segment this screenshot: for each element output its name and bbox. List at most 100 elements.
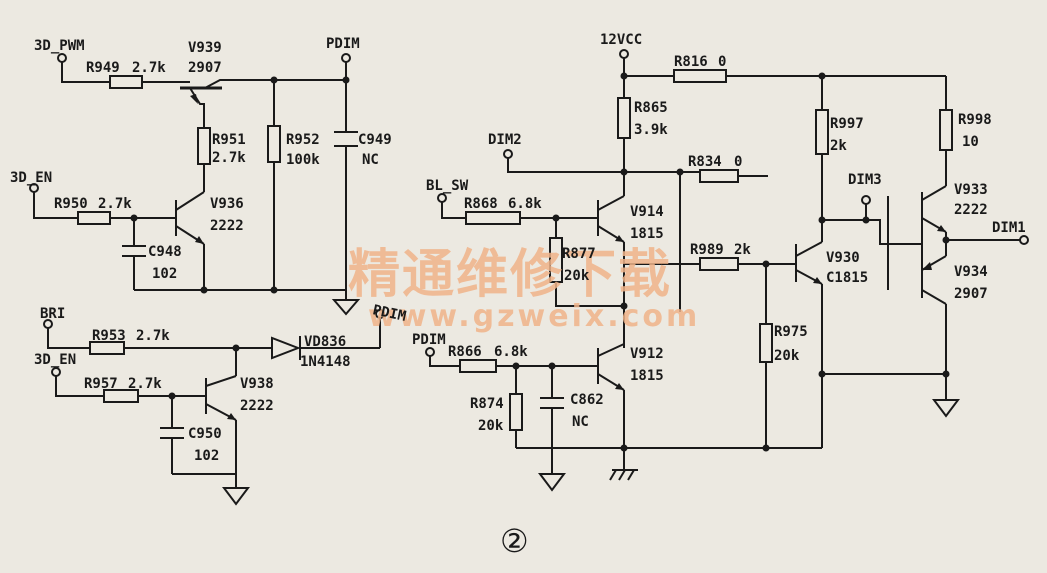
resistor-r865 [617,97,631,139]
label-r877: R877 [562,246,596,262]
label-r989: R989 [690,242,724,258]
resistor-r834 [699,169,739,183]
value-c950: 102 [194,448,219,464]
arrow-icon [227,413,236,420]
value-r949: 2.7k [132,60,166,76]
value-v934: 2907 [954,286,988,302]
label-c949: C949 [358,132,392,148]
label-r975: R975 [774,324,808,340]
wires [33,58,1020,488]
net-label-3d-en-b: 3D_EN [34,352,76,368]
net-labels: 3D_PWM PDIM 3D_EN BRI 3D_EN PDIM 12VCC D… [10,32,1026,368]
label-v930: V930 [826,250,860,266]
label-r997: R997 [830,116,864,132]
value-v936: 2222 [210,218,244,234]
label-v912: V912 [630,346,664,362]
value-r816: 0 [718,54,726,70]
label-r834: R834 [688,154,722,170]
label-r868: R868 [464,196,498,212]
net-label-bl-sw: BL_SW [426,178,469,194]
label-v914: V914 [630,204,664,220]
resistor-r952 [267,125,281,163]
chassis-ground-icon [609,469,638,481]
resistor-r816 [673,69,727,83]
net-label-pdim-diode: PDIM [371,302,407,325]
net-label-pdim-low: PDIM [412,332,446,348]
label-v936: V936 [210,196,244,212]
label-r950: R950 [54,196,88,212]
net-label-3d-en-a: 3D_EN [10,170,52,186]
arrow-icon [195,236,204,244]
net-label-pdim-top: PDIM [326,36,360,52]
transistor-arrows [190,94,946,420]
label-r957: R957 [84,376,118,392]
value-c949: NC [362,152,379,168]
label-r998: R998 [958,112,992,128]
diode-vd836 [271,336,301,360]
label-vd836: VD836 [304,334,346,350]
value-r877: 20k [564,268,590,284]
value-r952: 100k [286,152,320,168]
label-r816: R816 [674,54,708,70]
ground-icon [932,399,960,418]
capacitor-c949 [334,131,358,147]
terminal-dim2 [503,149,513,159]
terminal-dim3 [861,195,871,205]
label-v939: V939 [188,40,222,56]
label-v938: V938 [240,376,274,392]
terminal-bri [43,319,53,329]
label-r949: R949 [86,60,120,76]
terminal-bl-sw [437,193,447,203]
arrow-icon [937,225,946,232]
terminals [29,49,1029,377]
resistor-r949 [109,75,143,89]
arrow-icon [615,235,624,242]
net-label-12vcc: 12VCC [600,32,642,48]
terminal-dim1 [1019,235,1029,245]
resistor-r868 [465,211,521,225]
terminal-3d-en-a [29,183,39,193]
net-label-dim3: DIM3 [848,172,882,188]
resistor-r874 [509,393,523,431]
resistors [77,69,953,431]
terminal-3d-pwm [57,53,67,63]
value-r953: 2.7k [136,328,170,344]
label-c948: C948 [148,244,182,260]
value-v933: 2222 [954,202,988,218]
resistor-r950 [77,211,111,225]
figure-number: ② [500,522,529,560]
net-label-dim2: DIM2 [488,132,522,148]
label-v934: V934 [954,264,988,280]
value-r834: 0 [734,154,742,170]
resistor-r989 [699,257,739,271]
watermark-title: 精通维修下载 [348,245,672,305]
value-r874: 20k [478,418,504,434]
capacitor-c862 [540,397,564,409]
label-r951: R951 [212,132,246,148]
ground-icon [331,299,361,316]
label-r953: R953 [92,328,126,344]
ground-symbols [222,299,960,506]
value-vd836: 1N4148 [300,354,351,370]
net-label-dim1: DIM1 [992,220,1026,236]
value-r950: 2.7k [98,196,132,212]
resistor-r953 [89,341,125,355]
net-label-3d-pwm: 3D_PWM [34,38,85,54]
value-r989: 2k [734,242,751,258]
label-r874: R874 [470,396,504,412]
resistor-r866 [459,359,497,373]
watermark: 精通维修下载 www.gzweix.com [348,245,697,334]
terminal-pdim-diode [375,309,385,319]
label-r952: R952 [286,132,320,148]
junctions [130,72,950,452]
resistor-r997 [815,109,829,155]
resistor-r998 [939,109,953,151]
terminal-pdim-top [341,53,351,63]
resistor-r877 [549,237,563,283]
capacitor-c950 [160,427,184,439]
capacitors [122,131,564,439]
resistor-r975 [759,323,773,363]
value-r975: 20k [774,348,800,364]
label-r866: R866 [448,344,482,360]
